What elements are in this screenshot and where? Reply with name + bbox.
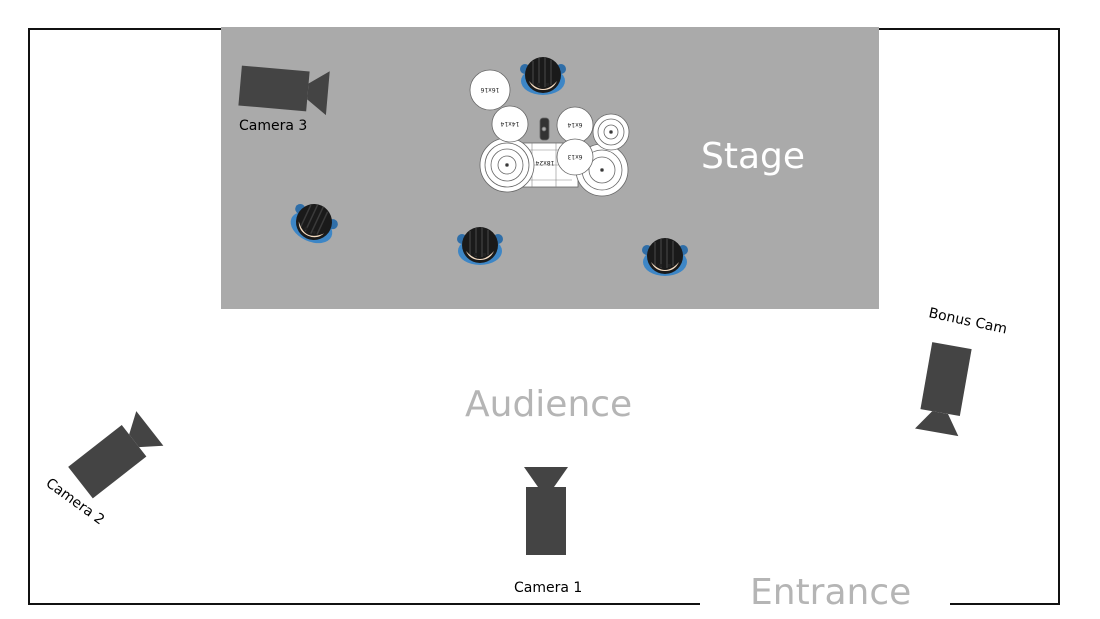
- camera-1-label: Camera 1: [514, 580, 582, 596]
- room-walls: [28, 28, 1060, 605]
- drum-kit-icon: [469, 69, 630, 197]
- audience-label: Audience: [465, 384, 632, 425]
- camera-3-label: Camera 3: [239, 118, 307, 134]
- drum-label-16x16: 16x16: [480, 86, 499, 93]
- camera-bonus-icon: [914, 341, 974, 437]
- drum-label-14x14: 14x14: [500, 120, 519, 127]
- drum-label-6x13: 6x13: [567, 153, 582, 160]
- camera-2-icon: [66, 411, 164, 500]
- drum-label-6x14: 6x14: [567, 121, 582, 128]
- stage-label: Stage: [701, 136, 805, 177]
- drum-label-18x24: 18x24: [535, 159, 554, 166]
- camera-1-icon: [524, 467, 568, 555]
- entrance-label: Entrance: [750, 572, 911, 613]
- camera-bonus-label: Bonus Cam: [927, 305, 1008, 337]
